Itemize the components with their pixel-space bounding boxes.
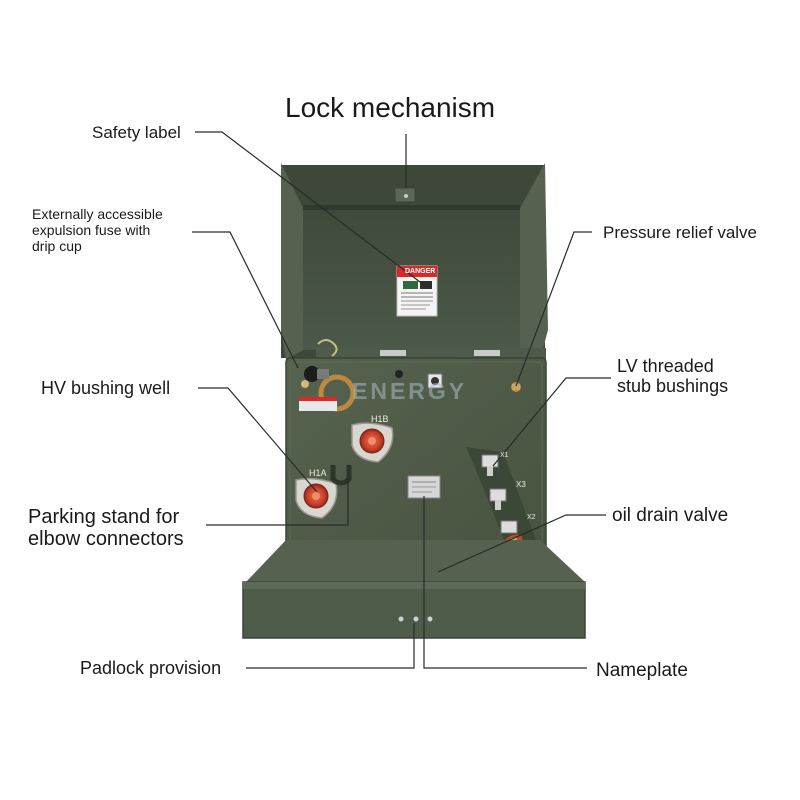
leader-hv — [198, 387, 318, 493]
padlock-bolt-left — [398, 616, 404, 622]
hinge-right — [474, 350, 500, 356]
danger-sign-text: DANGER — [405, 268, 436, 275]
padlock-provision-label: Padlock provision — [80, 658, 222, 678]
tank-knob — [395, 370, 403, 378]
leader-fuse — [192, 231, 299, 369]
door-left-flap — [281, 163, 303, 360]
h1a-marking: H1A — [309, 468, 327, 478]
lock-mechanism-label: Lock mechanism — [285, 92, 496, 123]
lock-bolt — [404, 194, 408, 198]
pressure-relief-valve-label: Pressure relief valve — [603, 223, 758, 242]
x1-marking: X1 — [500, 452, 509, 459]
hinge-left — [380, 350, 406, 356]
h1b-marking: H1B — [371, 414, 389, 424]
parking-stand — [330, 465, 352, 486]
expulsion-fuse — [301, 339, 338, 388]
oil-drain-valve-label: oil drain valve — [612, 505, 729, 526]
hv-bushing-well-label: HV bushing well — [41, 378, 171, 398]
tank-warning-sticker — [299, 397, 337, 411]
padlock-bolt-mid — [413, 616, 419, 622]
watermark-text: ENERGY — [352, 378, 468, 404]
parking-stand-label: Parking stand for elbow connectors — [28, 506, 184, 550]
door-right-flap — [520, 163, 548, 360]
hv-bushing-h1b — [351, 422, 394, 463]
leader-parking — [206, 478, 349, 526]
nameplate-label: Nameplate — [596, 660, 688, 681]
door-top-edge — [303, 205, 520, 210]
leader-safety — [195, 131, 421, 283]
safety-label-sign — [396, 265, 438, 317]
x2-marking: X2 — [527, 514, 536, 521]
lv-stub-bushings-label: LV threaded stub bushings — [617, 356, 729, 396]
leader-prv — [515, 231, 592, 387]
leader-oil — [437, 514, 606, 573]
leader-padlock — [246, 623, 415, 669]
leader-nameplate — [423, 496, 587, 669]
leader-lines — [192, 131, 611, 669]
expulsion-fuse-label: Externally accessible expulsion fuse wit… — [32, 206, 163, 254]
leader-lv — [492, 377, 611, 467]
hv-bushing-h1a — [295, 477, 338, 519]
open-door — [281, 163, 548, 360]
padlock-bolt-right — [427, 616, 433, 622]
pressure-relief-valve — [511, 382, 521, 392]
safety-label-label: Safety label — [92, 123, 181, 142]
x3-marking: X3 — [516, 480, 526, 489]
